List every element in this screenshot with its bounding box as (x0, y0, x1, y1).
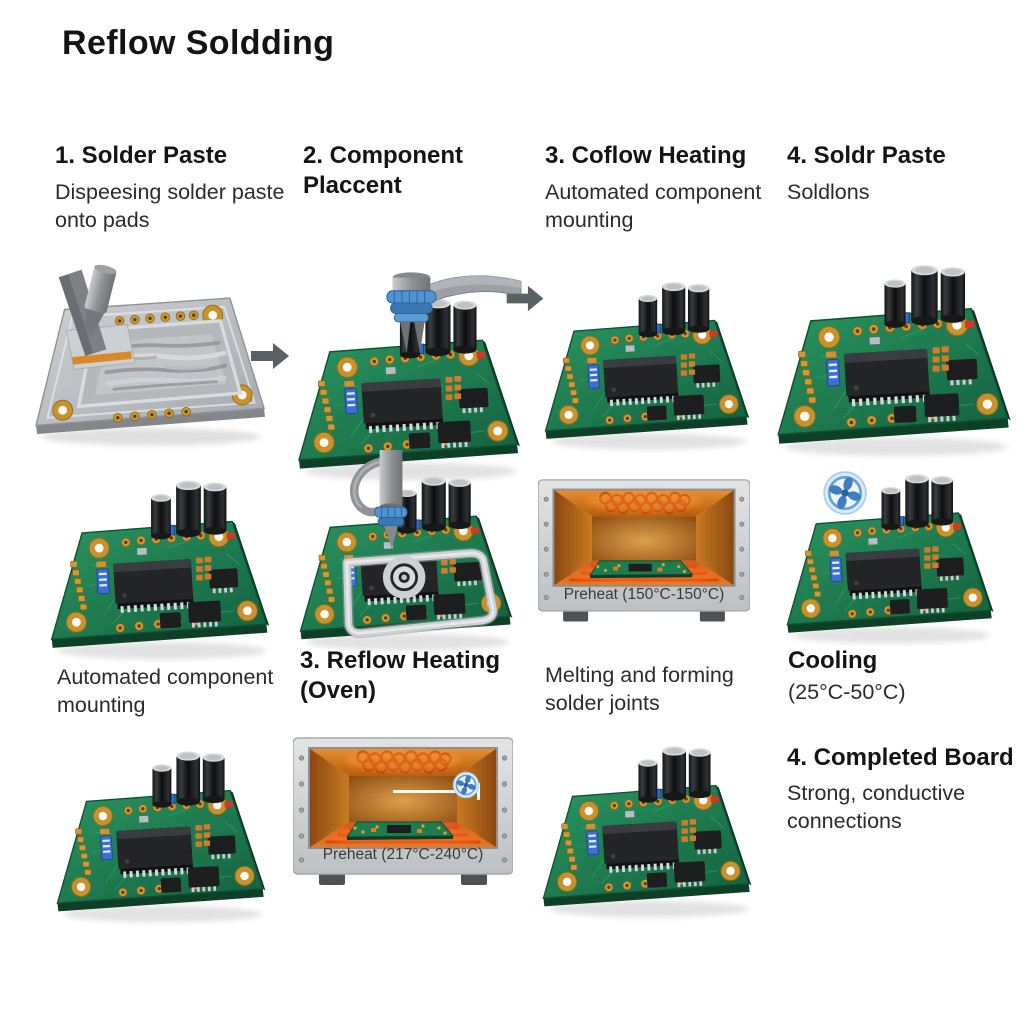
step1-title: 1. Solder Paste (55, 142, 228, 169)
pcb-cooling-illustration (782, 468, 998, 648)
oven2-probe-line (393, 790, 479, 793)
paste-dispenser-illustration (334, 450, 448, 564)
label-automated-mounting: Automated component mounting (57, 661, 297, 720)
step2-header: 2. Component Placcent (303, 141, 518, 201)
completed-board-block: 4. Completed Board Strong, conductive co… (787, 744, 1024, 836)
label-melting-joints: Melting and forming solder joints (545, 659, 780, 718)
step4-subtitle: Soldlons (787, 180, 870, 204)
label-reflow-heating-text: 3. Reflow Heating (Oven) (300, 647, 501, 704)
pcb-illustration-row1-col4 (772, 258, 1016, 461)
placement-head-illustration (345, 270, 525, 355)
label-melting-joints-text: Melting and forming solder joints (545, 663, 734, 716)
pcb-illustration-row1-col3 (540, 276, 754, 454)
label-cooling-title: Cooling (788, 647, 878, 674)
step1-subtitle: Dispeesing solder paste onto pads (55, 180, 285, 233)
step3-subtitle: Automated component mounting (545, 180, 762, 233)
label-reflow-heating: 3. Reflow Heating (Oven) (300, 646, 535, 706)
step1-header: 1. Solder Paste Dispeesing solder paste … (55, 141, 295, 235)
completed-board-title: 4. Completed Board (787, 744, 1014, 771)
fan-icon (822, 470, 868, 516)
oven2-probe-tick (477, 783, 480, 800)
pcb-illustration-row3-col3 (538, 740, 756, 922)
pcb-illustration-row3-col1 (52, 745, 270, 927)
step4-title: 4. Soldr Paste (787, 142, 946, 169)
step3-title: 3. Coflow Heating (545, 142, 747, 169)
completed-board-subtitle: Strong, conductive connections (787, 781, 966, 834)
oven1-label: Preheat (150°C-150°C) (563, 586, 725, 603)
page-title: Reflow Soldding (62, 24, 335, 62)
fan-icon (452, 771, 480, 799)
oven2-label: Preheat (217°C-240°C) (322, 846, 484, 863)
label-automated-mounting-text: Automated component mounting (57, 665, 274, 718)
step2-title: 2. Component Placcent (303, 142, 463, 199)
label-cooling-range: (25°C-50°C) (788, 680, 906, 704)
step4-header: 4. Soldr Paste Soldlons (787, 141, 1019, 206)
pcb-illustration-row2-col1 (46, 474, 274, 664)
step3-header: 3. Coflow Heating Automated component mo… (545, 141, 785, 235)
stencil-paste-illustration (32, 262, 270, 452)
arrow-right-icon (250, 341, 292, 371)
label-cooling: Cooling (25°C-50°C) (788, 646, 1018, 706)
